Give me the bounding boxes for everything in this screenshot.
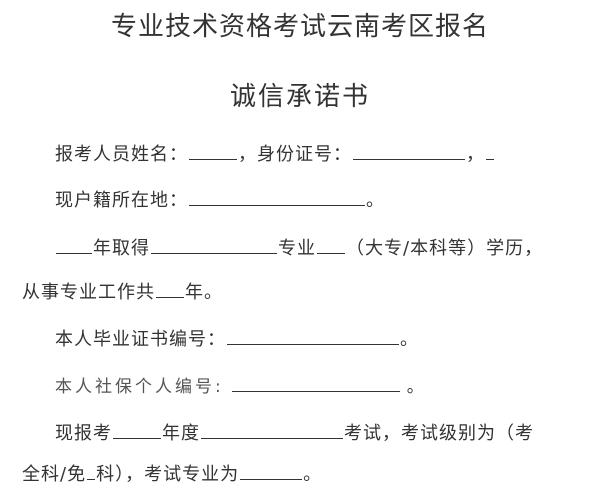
level-text-b: 科），考试专业为 bbox=[96, 464, 240, 485]
level-text-a: 全科/免 bbox=[22, 464, 87, 485]
work-label: 从事专业工作共 bbox=[22, 282, 155, 303]
year-obtained-label: 年取得 bbox=[93, 238, 150, 259]
work-years-blank[interactable] bbox=[156, 277, 184, 298]
exam-major-line: 全科/免科），考试专业为 。 bbox=[22, 459, 322, 488]
residence-label: 现户籍所在地： bbox=[55, 190, 188, 211]
diploma-line: 本人毕业证书编号： 。 bbox=[55, 324, 419, 353]
trailing-blank bbox=[486, 139, 494, 160]
exam-prefix: 现报考 bbox=[55, 423, 112, 444]
exam-line: 现报考 年度 考试，考试级别为（考 bbox=[55, 418, 534, 447]
document-subtitle: 诚信承诺书 bbox=[229, 82, 370, 112]
id-number-blank[interactable] bbox=[353, 139, 465, 160]
exam-year-blank[interactable] bbox=[113, 418, 161, 439]
exam-major-blank[interactable] bbox=[240, 459, 303, 480]
name-label: 报考人员姓名： bbox=[55, 144, 188, 165]
social-security-line: 本人社保个人编号: 。 bbox=[55, 371, 425, 400]
name-blank[interactable] bbox=[189, 139, 237, 160]
exam-level-label: 考试，考试级别为（考 bbox=[344, 423, 534, 444]
years-label: 年。 bbox=[185, 282, 223, 303]
residence-line: 现户籍所在地： 。 bbox=[55, 185, 385, 214]
exam-name-blank[interactable] bbox=[201, 418, 343, 439]
comma: ， bbox=[466, 144, 485, 165]
diploma-number-blank[interactable] bbox=[227, 324, 399, 345]
major-blank[interactable] bbox=[151, 233, 277, 254]
exam-year-label: 年度 bbox=[162, 423, 200, 444]
applicant-line: 报考人员姓名： ，身份证号： ， bbox=[55, 139, 495, 168]
major-label: 专业 bbox=[278, 238, 316, 259]
period: 。 bbox=[400, 329, 419, 350]
work-years-line: 从事专业工作共 年。 bbox=[22, 277, 223, 306]
diploma-label: 本人毕业证书编号： bbox=[55, 329, 226, 350]
social-security-blank[interactable] bbox=[231, 371, 400, 392]
exempt-subjects-blank[interactable] bbox=[87, 459, 96, 480]
residence-blank[interactable] bbox=[189, 185, 365, 206]
period: 。 bbox=[406, 377, 425, 397]
id-label: ，身份证号： bbox=[238, 144, 352, 165]
grad-year-blank[interactable] bbox=[56, 233, 92, 254]
education-label: （大专/本科等）学历， bbox=[346, 238, 544, 259]
period: 。 bbox=[303, 464, 323, 485]
period: 。 bbox=[366, 190, 385, 211]
education-blank[interactable] bbox=[317, 233, 345, 254]
document-title: 专业技术资格考试云南考区报名 bbox=[110, 12, 489, 42]
social-security-label: 本人社保个人编号: bbox=[55, 377, 224, 397]
education-line: 年取得 专业 （大专/本科等）学历， bbox=[55, 233, 543, 262]
